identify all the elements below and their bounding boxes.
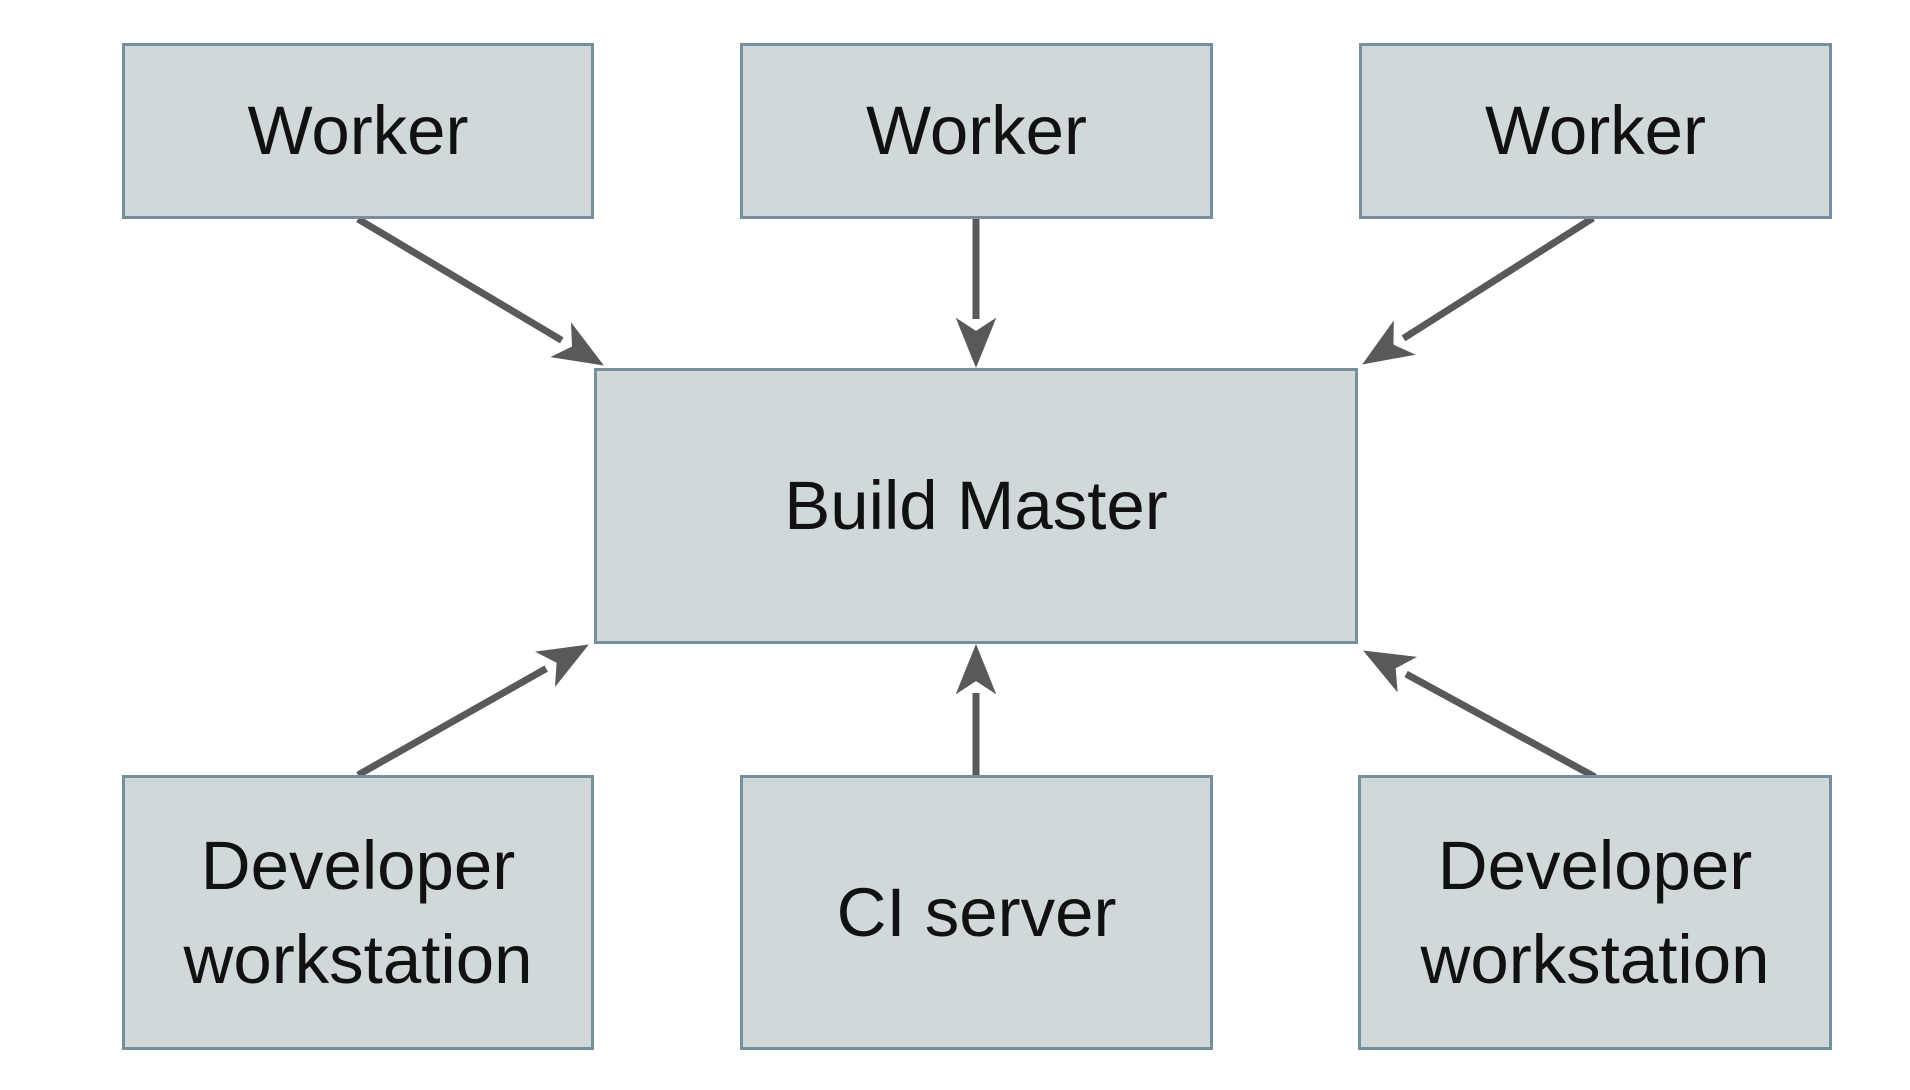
- node-worker-1-label: Worker: [247, 92, 469, 170]
- node-developer-workstation-right: Developer workstation: [1358, 775, 1832, 1050]
- node-worker-3: Worker: [1359, 43, 1832, 219]
- node-build-master: Build Master: [594, 368, 1358, 644]
- node-ci-server: CI server: [740, 775, 1213, 1050]
- node-developer-workstation-left: Developer workstation: [122, 775, 594, 1050]
- node-worker-2: Worker: [740, 43, 1213, 219]
- node-worker-1: Worker: [122, 43, 594, 219]
- arrow-worker-3-to-build-master: [1362, 215, 1595, 365]
- arrow-developer-workstation-right-to-build-master: [1363, 650, 1597, 781]
- node-ci-server-label: CI server: [836, 873, 1117, 951]
- node-developer-workstation-right-label: Developer workstation: [1420, 826, 1770, 998]
- node-worker-3-label: Worker: [1484, 92, 1707, 170]
- arrow-worker-1-to-build-master: [356, 215, 604, 366]
- node-build-master-label: Build Master: [784, 467, 1168, 545]
- node-worker-2-label: Worker: [865, 92, 1088, 170]
- node-developer-workstation-left-label: Developer workstation: [183, 826, 533, 998]
- arrow-developer-workstation-left-to-build-master: [356, 644, 589, 779]
